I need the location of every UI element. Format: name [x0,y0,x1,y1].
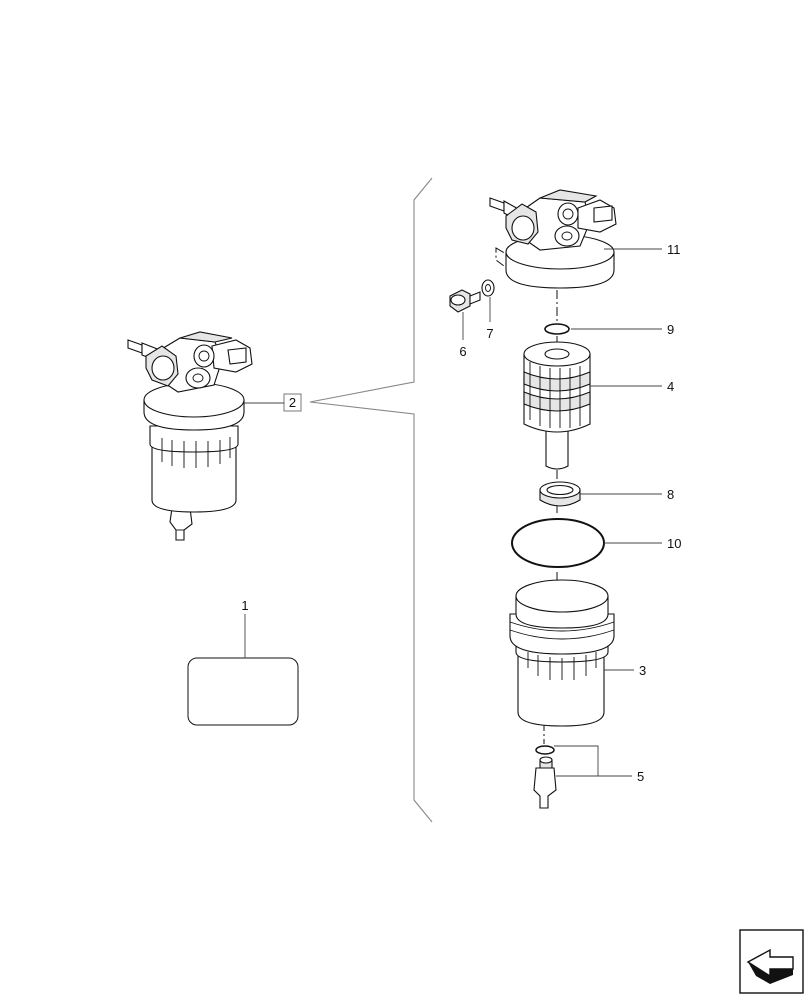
item-3-label: 3 [639,663,646,678]
item-5-drain-valve: 5 [533,745,644,809]
item-2-box-callout: 2 [244,393,302,412]
item-6-screw: 6 [449,289,481,359]
item-1-label: 1 [241,598,248,613]
item-2-label: 2 [289,395,296,410]
item-7-label: 7 [486,326,493,341]
item-8-seal-ring: 8 [539,481,674,507]
item-11-filter-head: 11 [489,189,681,289]
item-4-label: 4 [667,379,674,394]
item-9-o-ring: 9 [544,322,674,337]
item-6-label: 6 [459,344,466,359]
item-11-label: 11 [667,242,681,257]
item-10-large-o-ring: 10 [511,518,681,568]
item-1-label-plate: 1 [187,598,299,726]
item-8-label: 8 [667,487,674,502]
item-9-label: 9 [667,322,674,337]
item-7-washer: 7 [481,279,495,341]
assembled-fuel-filter [127,331,253,541]
item-4-filter-element: 4 [523,341,674,470]
item-3-filter-bowl: 3 [509,579,646,727]
item-5-label: 5 [637,769,644,784]
assembly-bracket [309,177,433,823]
next-page-arrow-icon[interactable] [739,929,804,994]
item-10-label: 10 [667,536,681,551]
